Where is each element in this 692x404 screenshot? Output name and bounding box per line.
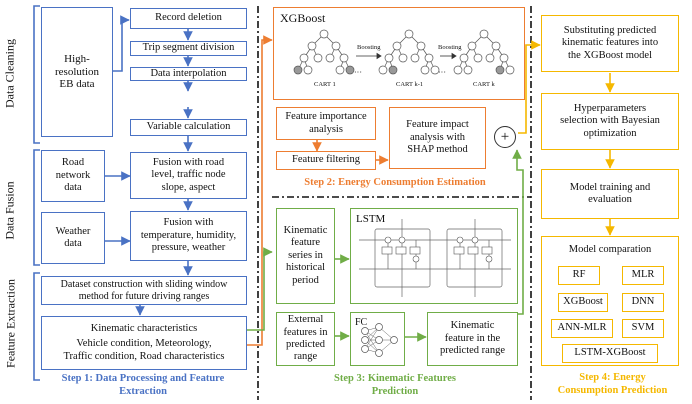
model-ann-mlr: ANN-MLR	[551, 319, 613, 338]
kinematic-title: Kinematic characteristics	[90, 322, 198, 334]
fc-title: FC	[355, 317, 368, 328]
model-dnn: DNN	[622, 293, 664, 312]
trip-segment-box: Trip segment division	[130, 41, 247, 56]
boosting-label-1: Boosting	[357, 44, 381, 51]
weather-fusion-box: Fusion with temperature, humidity, press…	[130, 211, 247, 261]
plus-icon: +	[500, 128, 510, 145]
feature-filtering-box: Feature filtering	[276, 151, 376, 170]
fc-panel: FC	[350, 312, 405, 366]
lstm-title: LSTM	[356, 213, 386, 225]
model-comparison-panel: Model comparation RF MLR XGBoost DNN ANN…	[541, 236, 679, 366]
cart-k-label: CART k	[473, 81, 495, 88]
tree-icon	[378, 29, 440, 75]
model-comparison-title: Model comparation	[568, 244, 652, 255]
historical-series-box: Kinematic feature series in historical p…	[276, 208, 335, 304]
side-label-data-fusion: Data Fusion	[2, 181, 17, 240]
lstm-panel: LSTM	[350, 208, 518, 304]
step3-title: Step 3: Kinematic Features Prediction	[334, 373, 456, 397]
predicted-range-box: Kinematic feature in the predicted range	[427, 312, 518, 366]
side-label-feature-extraction: Feature Extraction	[3, 279, 18, 368]
model-svm: SVM	[622, 319, 664, 338]
tree-icon	[453, 29, 515, 75]
external-features-box: External features in predicted range	[276, 312, 335, 366]
model-xgboost: XGBoost	[558, 293, 608, 312]
ellipsis-label-1: ···	[354, 68, 362, 77]
training-box: Model training and evaluation	[541, 169, 679, 219]
road-fusion-box: Fusion with road level, traffic node slo…	[130, 152, 247, 199]
combine-plus-circle: +	[494, 126, 516, 148]
step1-title: Step 1: Data Processing and Feature Extr…	[61, 373, 225, 397]
tree-icon	[293, 29, 355, 75]
road-network-box: Road network data	[41, 150, 105, 202]
fc-network-illustration	[361, 323, 398, 357]
cart-k-1-label: CART k-1	[396, 81, 424, 88]
cleaning-arrows	[105, 15, 193, 316]
model-rf: RF	[558, 266, 600, 285]
section-dividers	[257, 6, 532, 400]
kinematic-characteristics-box: Kinematic characteristics Vehicle condit…	[41, 316, 247, 370]
substituting-box: Substituting predicted kinematic feature…	[541, 15, 679, 72]
step3-arrows	[246, 149, 524, 342]
dataset-construction-box: Dataset construction with sliding window…	[41, 276, 247, 305]
side-label-data-cleaning: Data Cleaning	[2, 39, 17, 108]
hyperparameter-box: Hyperparameters selection with Bayesian …	[541, 93, 679, 150]
ellipsis-label-2: ···	[438, 68, 446, 77]
lstm-cell-illustration	[359, 219, 511, 297]
step4-title: Step 4: Energy Consumption Prediction	[557, 372, 668, 396]
shap-analysis-box: Feature impact analysis with SHAP method	[389, 107, 486, 169]
variable-calculation-box: Variable calculation	[130, 119, 247, 136]
model-lstm-xgboost: LSTM-XGBoost	[562, 344, 658, 363]
data-interpolation-box: Data interpolation	[130, 67, 247, 81]
model-mlr: MLR	[622, 266, 664, 285]
kinematic-body: Vehicle condition, Meteorology, Traffic …	[63, 338, 225, 362]
xgboost-title: XGBoost	[280, 11, 326, 25]
side-brackets	[33, 5, 40, 381]
eb-data-box: High- resolution EB data	[41, 7, 113, 137]
feature-importance-box: Feature importance analysis	[276, 107, 376, 140]
boosting-label-2: Boosting	[438, 44, 462, 51]
record-deletion-box: Record deletion	[130, 8, 247, 29]
xgboost-panel: XGBoost	[273, 7, 525, 100]
step4-arrows	[518, 40, 615, 236]
cart-1-label: CART 1	[314, 81, 336, 88]
step2-title: Step 2: Energy Consumption Estimation	[304, 177, 486, 188]
cart-trees-illustration	[293, 29, 515, 75]
weather-data-box: Weather data	[41, 212, 105, 264]
